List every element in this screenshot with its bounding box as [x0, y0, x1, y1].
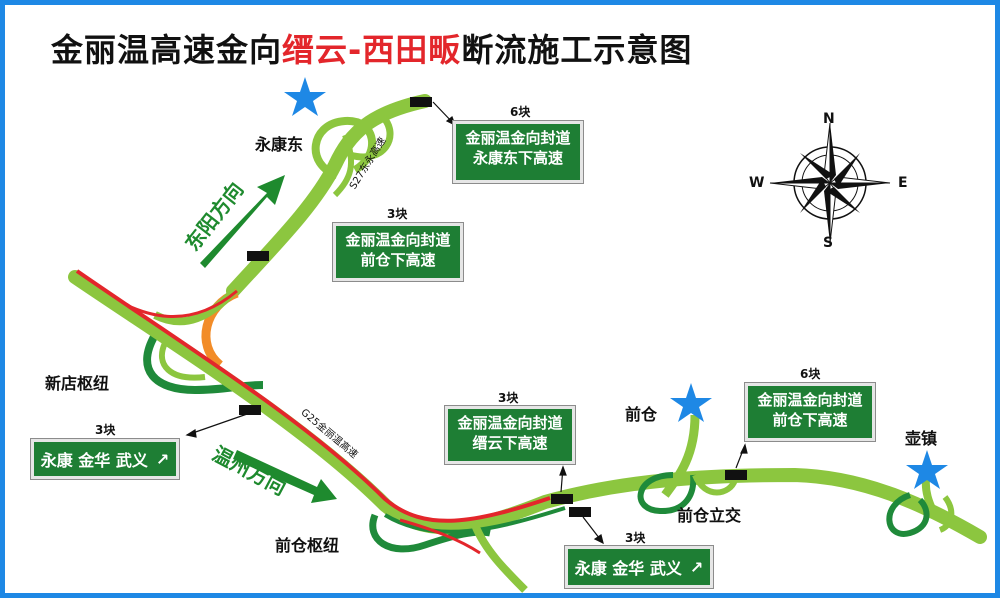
closure-sign-yongkangdong: 金丽温金向封道 永康东下高速	[452, 120, 584, 184]
qiancang-hub-spur	[471, 523, 528, 593]
dest-sign-count-1: 3块	[95, 423, 116, 437]
qiancang-branch	[661, 414, 700, 498]
compass-rose	[769, 122, 891, 244]
sign-line: 金丽温金向封道	[345, 231, 451, 249]
sign-count-yongkangdong: 6块	[510, 105, 531, 119]
closure-marker-qiancang-hub	[569, 507, 591, 517]
place-yongkangdong: 永康东	[255, 135, 304, 154]
closure-sign-qiancang-1: 金丽温金向封道 前仓下高速	[332, 222, 464, 282]
sign-line: 金丽温金向封道	[757, 391, 863, 409]
xindian-ramp-light	[158, 341, 206, 381]
g25-mainline	[68, 270, 987, 544]
place-qiancang: 前仓	[625, 405, 658, 424]
place-qiancang-interchange: 前仓立交	[677, 506, 742, 525]
closure-marker-yongkangdong	[410, 97, 432, 107]
closure-marker-xindian	[239, 405, 261, 415]
closure-marker-s27	[247, 251, 269, 261]
sign-line: 缙云下高速	[472, 434, 548, 452]
dongyang-direction-arrow	[200, 175, 285, 268]
compass-n: N	[823, 111, 835, 127]
compass-s: S	[823, 235, 834, 251]
place-qiancang-hub: 前仓枢纽	[275, 536, 340, 555]
wenzhou-direction-arrow	[233, 450, 337, 503]
title-part1: 金丽温高速金向	[51, 31, 283, 69]
huzhen-loop-light	[938, 495, 955, 533]
sign-line: 永康东下高速	[472, 149, 563, 167]
destination-sign-2: 永康 金华 武义 ↗	[564, 545, 714, 589]
sign-count-jinyun: 3块	[498, 391, 519, 405]
title-part3: 断流施工示意图	[461, 31, 693, 69]
sign-count-qiancang-2: 6块	[800, 367, 821, 381]
huzhen-loop	[886, 492, 930, 537]
yongkangdong-star	[284, 77, 326, 116]
qiancang-loop	[637, 472, 697, 515]
yongkangdong-ramp-link	[332, 133, 355, 198]
location-stars	[284, 77, 948, 489]
dest-sign-text: 永康 金华 武义	[574, 559, 682, 578]
sign-pointers	[185, 101, 748, 545]
destination-sign-1: 永康 金华 武义 ↗	[30, 438, 180, 480]
yongkangdong-ramp-loop-2	[349, 114, 394, 161]
dest-sign-count-2: 3块	[625, 531, 646, 545]
g25-closed-section	[75, 269, 551, 523]
closure-sign-jinyun: 金丽温金向封道 缙云下高速	[444, 405, 576, 465]
sign-line: 前仓下高速	[772, 411, 848, 429]
closure-marker-jinyun	[551, 494, 573, 504]
sign-line: 金丽温金向封道	[457, 414, 563, 432]
place-huzhen: 壶镇	[905, 429, 938, 448]
compass-w: W	[749, 175, 765, 191]
qiancang-hub-red-ramp	[399, 518, 481, 555]
sign-line: 前仓下高速	[360, 251, 436, 269]
yongkangdong-ramp-loop	[311, 117, 376, 179]
dest-sign-text: 永康 金华 武义	[40, 451, 148, 470]
title-closure-section: 缙云-西田畈	[282, 31, 462, 69]
closure-sign-qiancang-2: 金丽温金向封道 前仓下高速	[744, 382, 876, 442]
closure-marker-qiancang	[725, 470, 747, 480]
arrow-up-right-icon: ↗	[155, 449, 170, 469]
road-map	[68, 77, 987, 593]
map-title: 金丽温高速金向缙云-西田畈断流施工示意图	[51, 25, 692, 71]
compass-e: E	[898, 175, 908, 191]
place-xindian-hub: 新店枢纽	[45, 374, 110, 393]
qiancang-star	[670, 383, 712, 422]
arrow-up-right-icon: ↗	[689, 557, 704, 577]
sign-count-qiancang-1: 3块	[387, 207, 408, 221]
qiancang-loop-2	[692, 473, 738, 496]
sign-line: 金丽温金向封道	[465, 129, 571, 147]
huzhen-star	[906, 450, 948, 489]
